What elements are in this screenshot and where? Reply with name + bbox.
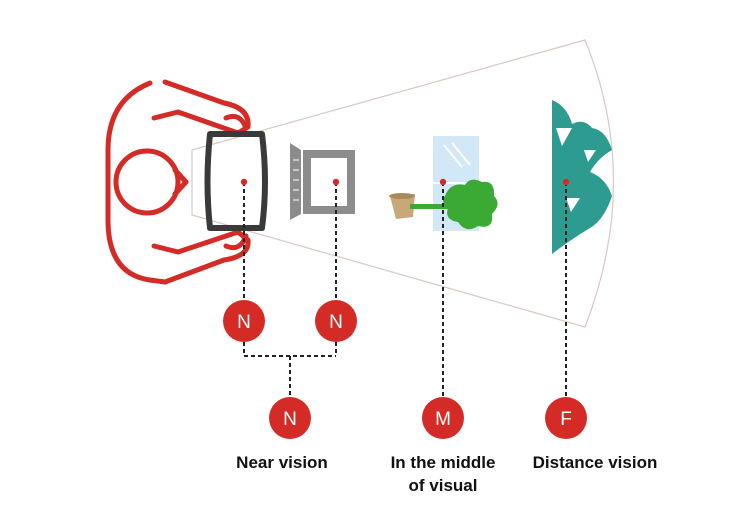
badge-near-monitor-letter: N xyxy=(237,312,251,333)
badge-middle-letter: M xyxy=(435,409,451,430)
badge-near-laptop-letter: N xyxy=(329,312,343,333)
badge-near-monitor: N xyxy=(223,300,265,342)
badge-far-letter: F xyxy=(560,409,572,430)
caption-near-vision: Near vision xyxy=(236,453,328,472)
focus-dot-far xyxy=(562,178,570,186)
badge-far: F xyxy=(545,397,587,439)
badge-near-combined-letter: N xyxy=(283,409,297,430)
monitor-icon xyxy=(204,131,268,231)
badge-middle: M xyxy=(422,397,464,439)
focus-dot-laptop xyxy=(332,178,340,186)
caption-middle-vision: In the middle of visual xyxy=(390,453,496,495)
mountains-icon xyxy=(552,100,612,254)
potted-plant-icon xyxy=(389,179,498,230)
guide-lines xyxy=(243,182,567,396)
laptop-icon xyxy=(290,143,355,220)
person-topview-icon xyxy=(105,79,251,285)
badge-near-laptop: N xyxy=(315,300,357,342)
caption-distance-vision: Distance vision xyxy=(532,453,658,472)
field-of-view-cone xyxy=(191,39,615,328)
badge-near-combined: N xyxy=(269,397,311,439)
focus-dot-middle xyxy=(439,178,447,186)
focus-points xyxy=(240,178,570,186)
focus-dot-monitor xyxy=(240,178,248,186)
